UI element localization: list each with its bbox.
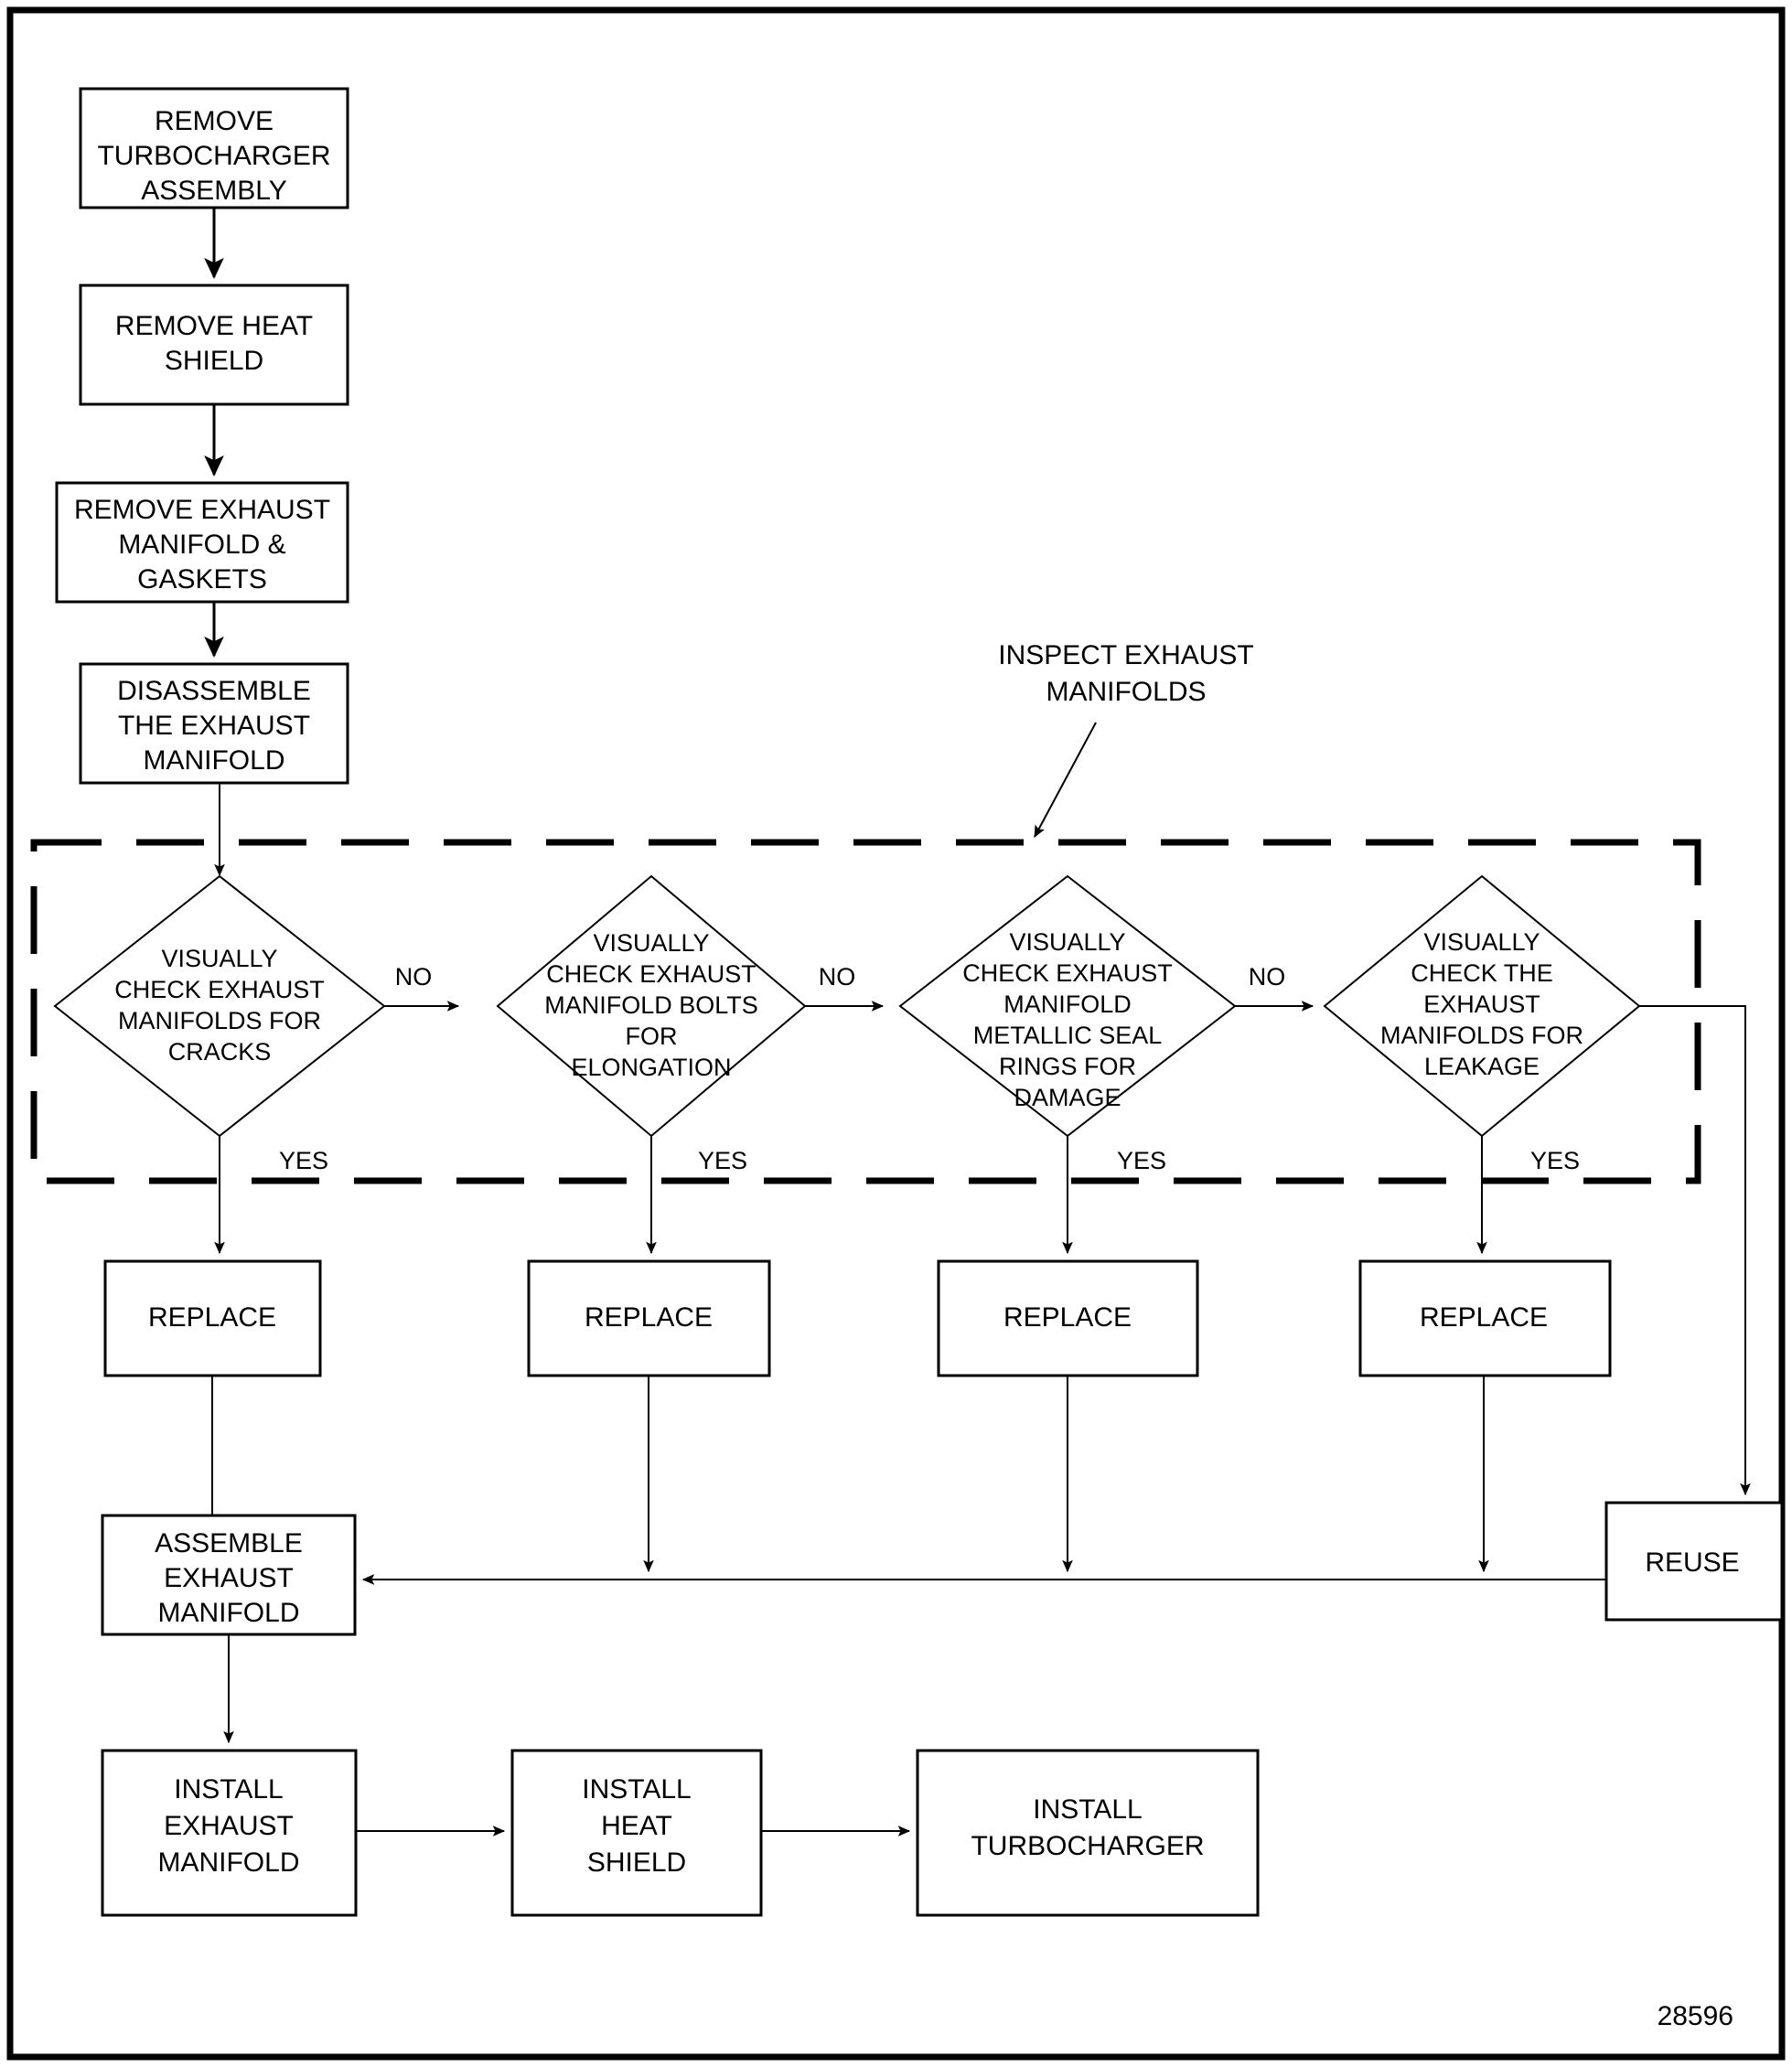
decision-seal-l1: VISUALLY (1009, 928, 1125, 956)
box-remove-exhaust-manifold-l2: MANIFOLD & (118, 530, 285, 560)
box-install-turbo-l2: TURBOCHARGER (971, 1831, 1204, 1861)
box-disassemble-manifold-l3: MANIFOLD (143, 745, 284, 776)
label-yes-4: YES (1530, 1147, 1580, 1174)
box-reuse (1604, 1501, 1784, 1622)
decision-cracks-l4: CRACKS (168, 1038, 272, 1066)
box-replace-1 (103, 1259, 322, 1377)
annotation-inspect-l2: MANIFOLDS (1046, 677, 1206, 707)
box-install-heat-shield-l3: SHIELD (587, 1847, 686, 1878)
decision-leak-l5: LEAKAGE (1424, 1053, 1540, 1080)
decision-seal-l2: CHECK EXHAUST (962, 959, 1173, 987)
decision-bolts-l2: CHECK EXHAUST (546, 960, 757, 988)
decision-leak-l3: EXHAUST (1423, 991, 1540, 1018)
decision-cracks-l3: MANIFOLDS FOR (118, 1007, 321, 1034)
box-replace-2 (527, 1259, 771, 1377)
figure-id: 28596 (1658, 2001, 1733, 2031)
box-assemble-exhaust-manifold (101, 1514, 357, 1636)
inspect-group-dashed-box (30, 839, 1701, 1184)
decision-bolts-l1: VISUALLY (593, 929, 709, 957)
box-assemble-l3: MANIFOLD (157, 1598, 299, 1628)
label-no-3: NO (1249, 963, 1286, 991)
box-install-turbo-l1: INSTALL (1033, 1794, 1143, 1825)
box-remove-heat-shield-l1: REMOVE HEAT (115, 311, 313, 341)
label-yes-2: YES (698, 1147, 747, 1174)
decision-bolts-l3: MANIFOLD BOLTS (544, 991, 758, 1019)
box-remove-exhaust-manifold-l3: GASKETS (137, 564, 267, 594)
label-no-1: NO (395, 963, 433, 991)
decision-leak-l4: MANIFOLDS FOR (1380, 1022, 1583, 1049)
decision-bolts-l4: FOR (626, 1023, 678, 1050)
page-border (6, 6, 1786, 2061)
box-install-manifold-l3: MANIFOLD (157, 1847, 299, 1878)
label-yes-3: YES (1117, 1147, 1166, 1174)
decision-seal-l3: MANIFOLD (1003, 991, 1132, 1018)
decision-leak-l2: CHECK THE (1411, 959, 1553, 987)
label-no-2: NO (819, 963, 856, 991)
box-remove-turbocharger-l3: ASSEMBLY (141, 176, 287, 206)
decision-cracks-l1: VISUALLY (161, 945, 277, 972)
decision-seal-l4: METALLIC SEAL (973, 1022, 1163, 1049)
decision-seal-l6: DAMAGE (1014, 1084, 1121, 1111)
box-install-heat-shield-l2: HEAT (601, 1811, 672, 1841)
box-replace-4 (1358, 1259, 1612, 1377)
box-replace-3-label: REPLACE (1003, 1302, 1132, 1333)
box-install-turbocharger (916, 1749, 1260, 1917)
box-remove-exhaust-manifold (55, 481, 349, 604)
box-install-heat-shield (510, 1749, 763, 1917)
decision-check-cracks (53, 874, 386, 1138)
box-install-manifold-l2: EXHAUST (164, 1811, 294, 1841)
box-disassemble-manifold-l1: DISASSEMBLE (117, 676, 311, 706)
box-remove-turbocharger (79, 87, 349, 209)
box-replace-2-label: REPLACE (585, 1302, 713, 1333)
arrow-no-4-to-reuse (1639, 1005, 1751, 1496)
box-assemble-l1: ASSEMBLE (155, 1528, 303, 1558)
box-disassemble-manifold-l2: THE EXHAUST (118, 711, 310, 741)
box-remove-heat-shield (79, 284, 349, 406)
annotation-inspect-l1: INSPECT EXHAUST (998, 640, 1254, 670)
box-install-heat-shield-l1: INSTALL (582, 1774, 692, 1805)
box-remove-turbocharger-l2: TURBOCHARGER (97, 141, 330, 171)
box-replace-3 (937, 1259, 1199, 1377)
decision-bolts-l5: ELONGATION (571, 1054, 731, 1081)
decision-leak-l1: VISUALLY (1423, 928, 1540, 956)
box-remove-turbocharger-l1: REMOVE (155, 106, 274, 136)
box-assemble-l2: EXHAUST (164, 1563, 294, 1593)
annotation-leader-line (1034, 722, 1097, 839)
box-replace-1-label: REPLACE (148, 1302, 276, 1333)
box-disassemble-manifold (79, 662, 349, 785)
box-remove-heat-shield-l2: SHIELD (165, 346, 263, 376)
decision-seal-l5: RINGS FOR (999, 1053, 1136, 1080)
box-replace-4-label: REPLACE (1420, 1302, 1548, 1333)
label-yes-1: YES (279, 1147, 328, 1174)
decision-cracks-l2: CHECK EXHAUST (114, 976, 325, 1003)
box-reuse-label: REUSE (1645, 1548, 1739, 1578)
box-install-exhaust-manifold (101, 1749, 358, 1917)
box-install-manifold-l1: INSTALL (174, 1774, 284, 1805)
box-remove-exhaust-manifold-l1: REMOVE EXHAUST (74, 495, 330, 525)
